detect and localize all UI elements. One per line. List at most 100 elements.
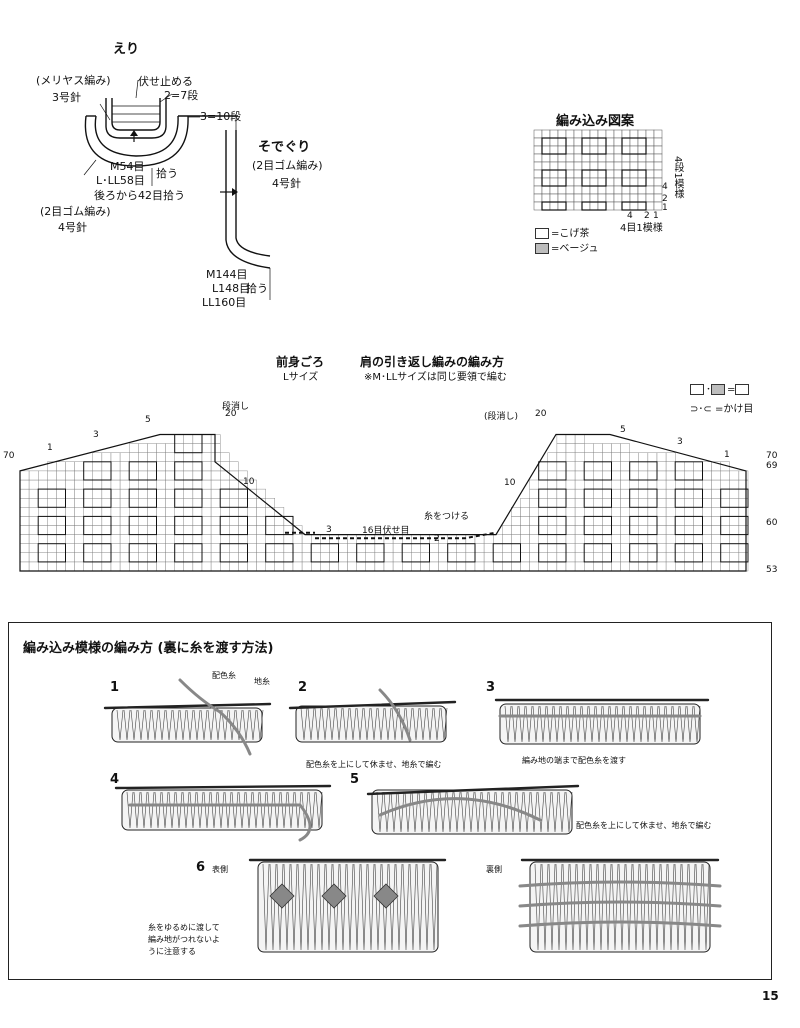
front-cell	[584, 561, 594, 572]
front-cell	[720, 525, 731, 535]
front-cell	[192, 443, 203, 453]
pattern-cell	[541, 193, 551, 203]
front-cell	[156, 497, 166, 508]
front-legend-sq3	[735, 384, 750, 395]
front-cell	[574, 516, 585, 526]
front-cell	[138, 497, 148, 508]
front-cell	[538, 461, 549, 472]
front-cell	[92, 479, 103, 490]
front-cell	[110, 507, 121, 517]
front-cell	[547, 561, 558, 572]
front-cell	[620, 461, 630, 472]
front-cell	[183, 443, 194, 453]
front-cell	[265, 516, 276, 526]
front-cell	[711, 552, 721, 563]
stitch-mark	[618, 863, 626, 951]
pattern-cell	[589, 161, 599, 171]
front-cell	[138, 443, 148, 453]
front-cell	[56, 543, 66, 553]
front-cell	[538, 488, 549, 499]
front-cell	[720, 488, 731, 499]
front-cell	[74, 561, 84, 572]
stitch-mark	[130, 709, 138, 741]
front-motif	[174, 515, 203, 536]
front-cell	[101, 488, 112, 499]
caption-step-3: 編み地の端まで配色糸を渡す	[522, 756, 626, 765]
front-cell	[138, 543, 148, 553]
front-cell	[119, 525, 130, 535]
front-cell	[584, 516, 594, 526]
front-cell	[511, 543, 521, 553]
pattern-cell	[597, 201, 607, 211]
front-motif	[720, 488, 749, 508]
step-4: 4	[110, 772, 120, 787]
front-cell	[629, 507, 640, 517]
front-cell	[201, 497, 212, 508]
front-cell	[192, 507, 203, 517]
stitch-mark	[537, 791, 545, 833]
pattern-cell	[645, 185, 655, 195]
front-cell	[147, 552, 157, 563]
pattern-cell	[589, 169, 599, 179]
pattern-motif	[621, 137, 647, 155]
front-cell	[128, 543, 139, 553]
front-row-60: 60	[766, 518, 778, 528]
front-cell	[247, 479, 257, 490]
front-cell	[119, 534, 130, 544]
front-cell	[629, 525, 640, 535]
front-cell	[101, 461, 112, 472]
pattern-cell	[621, 185, 631, 195]
front-cell	[192, 543, 203, 553]
front-motif	[37, 488, 66, 508]
front-cell	[229, 552, 239, 563]
front-motif	[720, 543, 749, 563]
front-cell	[456, 543, 467, 553]
front-cell	[83, 552, 93, 563]
front-cell	[128, 507, 139, 517]
front-cell	[738, 470, 749, 481]
front-cell	[329, 561, 339, 572]
caption-step-5: 配色糸を上にして休ませ、地糸で編む	[576, 821, 712, 830]
front-cell	[210, 534, 221, 544]
front-cell	[256, 525, 266, 535]
front-cell	[210, 525, 221, 535]
front-cell	[675, 507, 685, 517]
pattern-cell	[533, 177, 543, 187]
front-cell	[256, 488, 266, 499]
front-cell	[19, 561, 30, 572]
front-cell	[201, 516, 212, 526]
stitch-mark	[116, 709, 124, 741]
pattern-cell	[541, 161, 551, 171]
pattern-cell	[637, 129, 647, 139]
front-cell	[28, 543, 39, 553]
front-cell	[311, 561, 321, 572]
front-cell	[165, 552, 175, 563]
front-cell	[256, 516, 266, 526]
front-cell	[101, 543, 112, 553]
front-cell	[74, 552, 84, 563]
front-motif	[674, 543, 704, 563]
front-cell	[538, 561, 549, 572]
pattern-cell	[565, 193, 575, 203]
front-cell	[229, 525, 239, 535]
front-cell	[274, 552, 285, 563]
stitch-mark	[616, 705, 624, 743]
front-cell	[665, 516, 676, 526]
front-cell	[629, 470, 640, 481]
front-cell	[183, 552, 194, 563]
pattern-cell	[549, 153, 559, 163]
front-cell	[219, 552, 230, 563]
stitch-mark	[534, 863, 542, 951]
front-cell	[138, 561, 148, 572]
front-cell	[174, 461, 184, 472]
front-cell	[602, 525, 612, 535]
pattern-cell	[629, 177, 639, 187]
stitch-mark	[235, 709, 243, 741]
pattern-cell	[533, 169, 543, 179]
front-cell	[38, 561, 48, 572]
armhole-m144: M144目	[206, 268, 248, 281]
front-cell	[693, 561, 703, 572]
front-cell	[620, 507, 630, 517]
front-cell	[156, 543, 166, 553]
stitch-mark	[137, 709, 145, 741]
